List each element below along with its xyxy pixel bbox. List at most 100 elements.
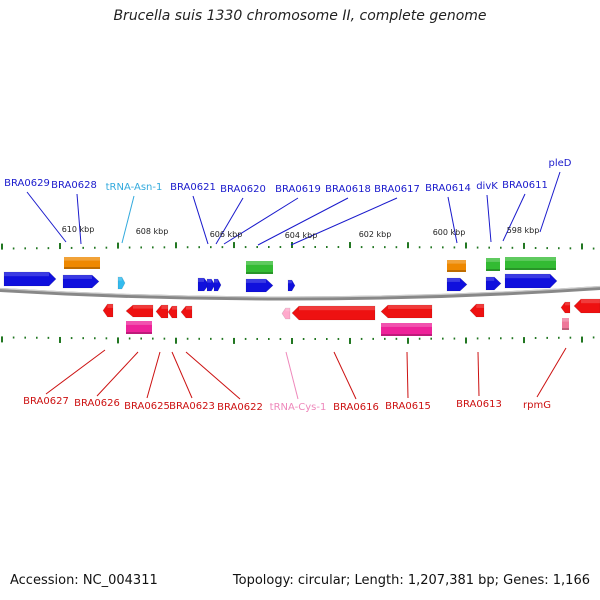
leader-line-bottom (333, 351, 357, 400)
bottom-gene-label: BRA0622 (217, 402, 263, 413)
gene-block-orange-shade (447, 270, 466, 272)
top-gene-label: pleD (549, 158, 572, 169)
gene-block-green (246, 261, 273, 274)
cds-forward-arrow-shine (486, 277, 495, 281)
cds-reverse-arrow-shine (161, 305, 168, 309)
leader-line-top (486, 194, 492, 243)
leader-line-top (215, 197, 244, 245)
gene-block-pink-shade (126, 332, 152, 334)
bottom-gene-label: BRA0623 (169, 401, 215, 412)
cds-reverse-arrow-shine (388, 305, 432, 309)
leader-line-bottom (185, 351, 241, 400)
cds-reverse-arrow (291, 305, 376, 321)
cds-forward-arrow (62, 274, 100, 289)
cds-reverse-arrow (180, 305, 193, 319)
leader-line-bottom (536, 347, 567, 398)
leader-line-top (192, 195, 209, 245)
gene-block-orange (447, 260, 466, 272)
cds-forward-arrow-shine (63, 275, 92, 279)
bottom-gene-label: rpmG (523, 400, 551, 411)
cds-forward-arrow-shine (447, 278, 460, 282)
cds-reverse-arrow-shine (185, 306, 192, 310)
top-gene-label: tRNA-Asn-1 (106, 182, 163, 193)
leader-line-top (290, 197, 398, 246)
gene-block-orange-shine (447, 260, 466, 264)
trna-forward-arrow-shine (118, 277, 122, 281)
cds-forward-arrow (504, 273, 558, 289)
top-gene-label: BRA0628 (51, 180, 97, 191)
leader-line-top (121, 195, 135, 244)
gene-block-green-shine (486, 258, 500, 262)
leader-line-top (447, 196, 458, 244)
leader-line-top (257, 197, 349, 246)
top-gene-label: BRA0611 (502, 180, 548, 191)
gene-block-orange-shade (64, 267, 100, 269)
top-gene-label: BRA0621 (170, 182, 216, 193)
cds-forward-arrow (206, 278, 216, 292)
cds-forward-arrow-shine (207, 279, 212, 283)
leader-line-top (539, 171, 561, 233)
cds-forward-arrow-shine (4, 272, 49, 277)
gene-block-pink (126, 321, 152, 334)
gene-block-pink (381, 323, 432, 336)
cds-reverse-arrow (469, 303, 485, 318)
bottom-gene-label: BRA0627 (23, 396, 69, 407)
cds-reverse-arrow (573, 298, 600, 314)
leader-line-bottom (45, 349, 106, 395)
cds-reverse-arrow-shine (172, 306, 177, 310)
features (3, 257, 600, 336)
gene-block-green-shade (246, 272, 273, 274)
cds-reverse-arrow-shine (565, 302, 570, 306)
leader-line-bottom (96, 351, 139, 397)
scale-label: 606 kbp (210, 230, 243, 239)
bottom-gene-label: BRA0626 (74, 398, 120, 409)
gene-block-pink-shine (562, 318, 569, 322)
top-gene-label: BRA0629 (4, 178, 50, 189)
bottom-gene-label: BRA0613 (456, 399, 502, 410)
cds-reverse-arrow (125, 304, 154, 318)
label-leaders (26, 171, 567, 400)
scale-label: 608 kbp (136, 227, 169, 236)
cds-forward-arrow-shine (214, 279, 218, 283)
cds-forward-arrow-shine (198, 278, 205, 282)
cds-forward-arrow (245, 278, 274, 293)
cds-reverse-arrow (380, 304, 433, 319)
trna-forward-arrow (117, 276, 126, 290)
scale-label: 598 kbp (507, 226, 540, 235)
cds-reverse-arrow-shine (107, 304, 113, 308)
leader-line-top (223, 197, 299, 245)
scale-label: 610 kbp (62, 225, 95, 234)
cds-reverse-arrow-shine (476, 304, 484, 308)
cds-forward-arrow-shine (505, 274, 550, 279)
top-gene-label: BRA0620 (220, 184, 266, 195)
scale-label: 604 kbp (285, 231, 318, 240)
cds-forward-arrow (287, 279, 296, 292)
top-gene-label: divK (476, 181, 498, 192)
gene-block-pink-shine (381, 323, 432, 327)
gene-block-orange (64, 257, 100, 269)
summary-text: Topology: circular; Length: 1,207,381 bp… (232, 573, 590, 588)
chromosome-backbone (0, 285, 600, 301)
cds-forward-arrow-shine (246, 279, 266, 283)
cds-forward-arrow (446, 277, 468, 292)
accession-text: Accession: NC_004311 (10, 573, 158, 588)
backbone-highlight (0, 285, 600, 298)
gene-block-pink-shine (126, 321, 152, 325)
cds-reverse-arrow-shine (133, 305, 153, 309)
scale-label: 602 kbp (359, 230, 392, 239)
leader-line-bottom (171, 351, 193, 399)
gene-block-green-shine (505, 257, 556, 261)
gene-block-green-shade (505, 268, 556, 270)
bottom-gene-label: BRA0615 (385, 401, 431, 412)
top-gene-label: BRA0619 (275, 184, 321, 195)
leader-line-top (502, 193, 526, 242)
cds-reverse-arrow (560, 301, 571, 314)
gene-block-pink-shade (381, 334, 432, 336)
cds-reverse-arrow (102, 303, 114, 318)
cds-reverse-arrow-shine (299, 306, 375, 311)
